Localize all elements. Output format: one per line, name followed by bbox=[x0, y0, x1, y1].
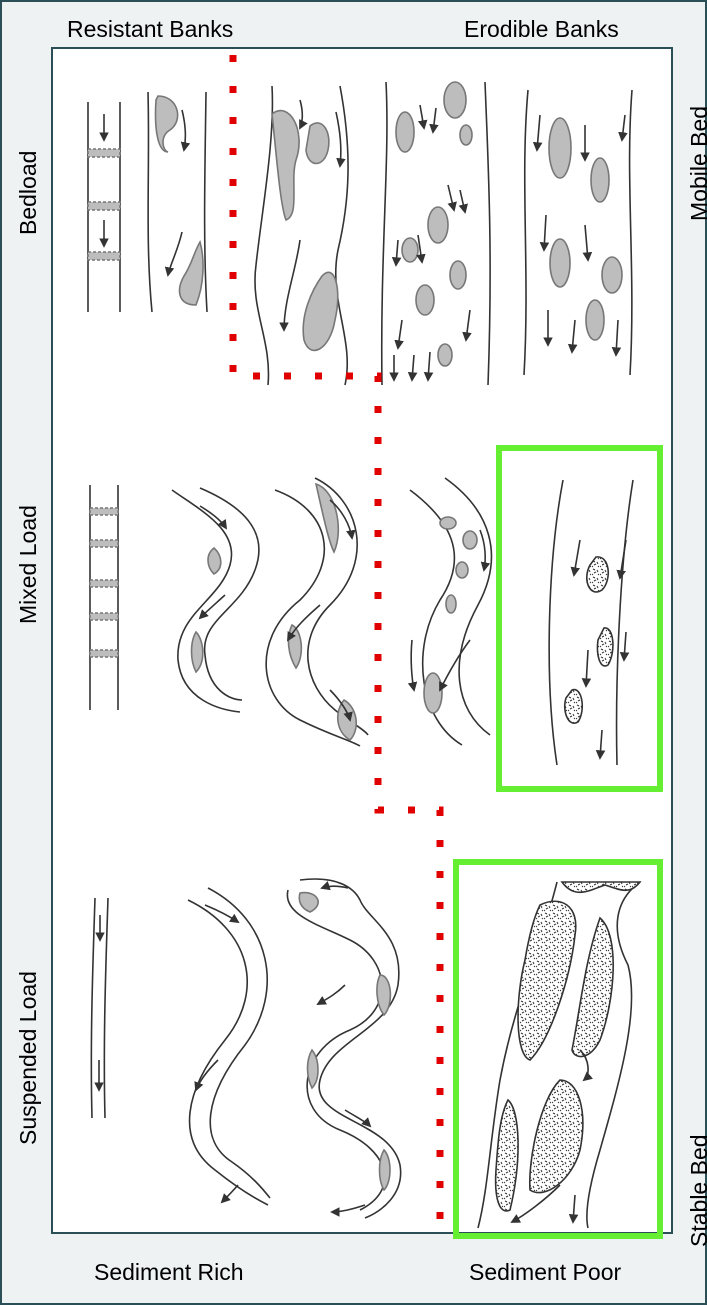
sediment-poor-label: Sediment Poor bbox=[469, 1259, 621, 1286]
suspended-meandering-channel-2 bbox=[287, 879, 400, 1218]
bedload-transitional-channel bbox=[255, 86, 348, 385]
suspended-load-row-label: Suspended Load bbox=[15, 971, 42, 1145]
mixed-meandering-channel-2 bbox=[266, 478, 368, 746]
mixed-highlighted-channel bbox=[549, 480, 633, 765]
mixed-load-row-label: Mixed Load bbox=[15, 505, 42, 624]
resistant-banks-label: Resistant Banks bbox=[67, 16, 233, 43]
highlight-box-mixed-load bbox=[499, 448, 660, 789]
suspended-straight-channel bbox=[91, 898, 108, 1118]
stable-bed-label: Stable Bed bbox=[686, 1134, 707, 1247]
mixed-wandering-channel bbox=[410, 478, 491, 745]
bedload-braided-channel bbox=[382, 82, 490, 385]
mixed-straight-channel bbox=[90, 485, 118, 710]
bedload-alternate-bars bbox=[148, 92, 207, 312]
suspended-meandering-channel bbox=[188, 888, 270, 1205]
mobile-bed-label: Mobile Bed bbox=[686, 106, 707, 221]
bedload-braided-channel-2 bbox=[524, 90, 632, 375]
erodible-banks-label: Erodible Banks bbox=[464, 16, 619, 43]
bedload-straight-channel bbox=[88, 102, 120, 312]
suspended-anastomosing-channel bbox=[478, 882, 640, 1228]
mixed-meandering-channel bbox=[172, 488, 259, 712]
pattern-threshold-boundary bbox=[233, 55, 440, 1232]
bedload-row-label: Bedload bbox=[15, 151, 42, 235]
sediment-rich-label: Sediment Rich bbox=[94, 1259, 244, 1286]
